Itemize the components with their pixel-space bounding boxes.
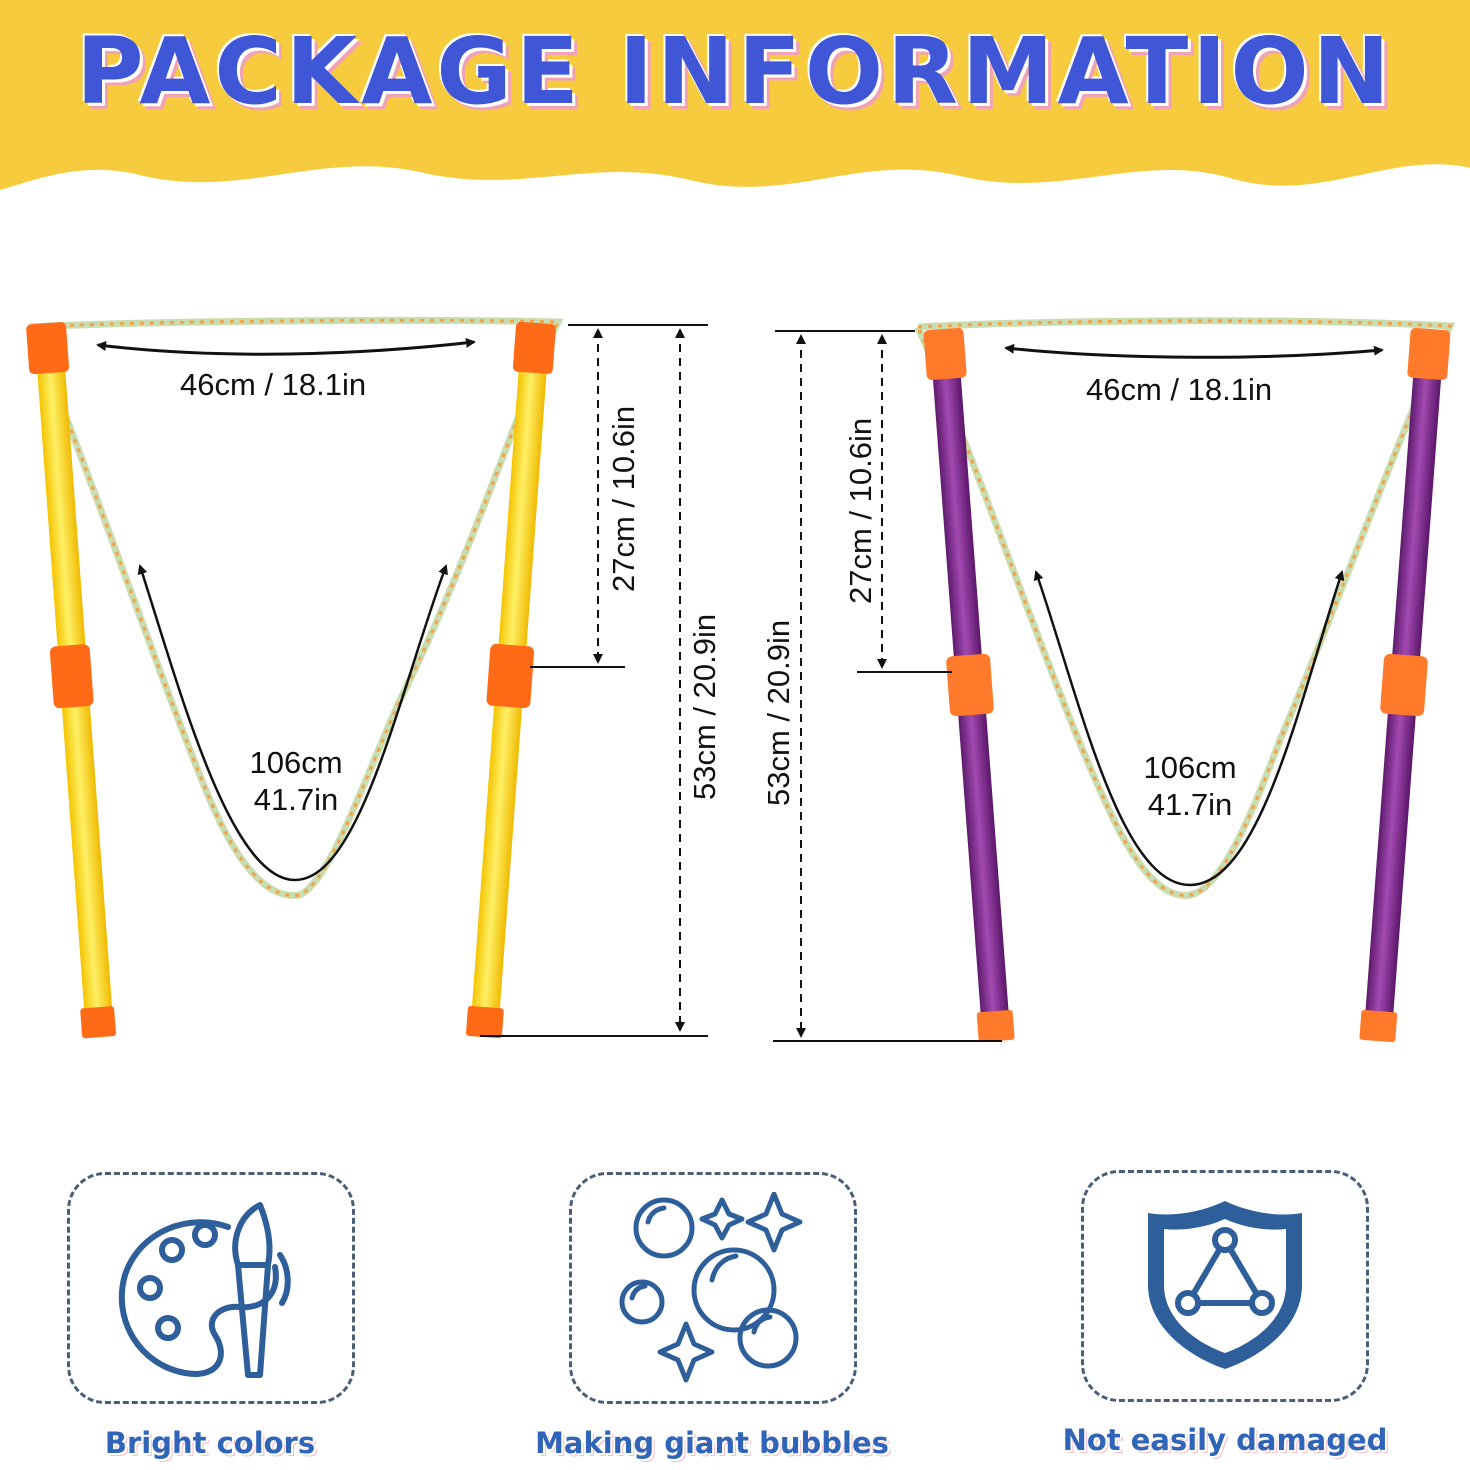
banner-title: PACKAGE INFORMATION (76, 18, 1394, 125)
purple-total-label: 53cm / 20.9in (761, 619, 796, 806)
bubbles-sparkle-icon (619, 1192, 803, 1383)
purple-upper-label: 27cm / 10.6in (843, 417, 878, 604)
feature-label-giant-bubbles: Making giant bubbles (535, 1426, 889, 1460)
purple-rope-label-cm: 106cm (1143, 750, 1237, 785)
feature-label-bright-colors: Bright colors (104, 1426, 316, 1460)
yellow-rope-label-cm: 106cm (249, 745, 343, 780)
yellow-wand-left-pole (26, 322, 116, 1039)
feature-card-durable (1081, 1170, 1369, 1402)
yellow-rope-label: 106cm 41.7in (236, 744, 356, 818)
banner-background (0, 0, 1470, 190)
shield-triangle-icon (1148, 1201, 1302, 1369)
yellow-total-label: 53cm / 20.9in (687, 613, 722, 800)
purple-wand-left-pole (923, 327, 1015, 1043)
yellow-rope-label-in: 41.7in (253, 782, 339, 818)
yellow-wand-right-pole (466, 321, 556, 1039)
yellow-width-label: 46cm / 18.1in (180, 367, 367, 402)
purple-wand (773, 317, 1456, 1043)
purple-wand-right-pole (1359, 327, 1451, 1043)
yellow-upper-label: 27cm / 10.6in (606, 405, 641, 592)
feature-card-bright-colors (67, 1172, 355, 1404)
purple-rope-label: 106cm 41.7in (1130, 749, 1250, 823)
purple-rope-label-in: 41.7in (1147, 787, 1233, 823)
yellow-wand (26, 316, 708, 1039)
purple-width-label: 46cm / 18.1in (1086, 372, 1273, 407)
feature-label-durable: Not easily damaged (1062, 1423, 1388, 1457)
feature-card-giant-bubbles (569, 1172, 857, 1404)
palette-brush-icon (118, 1202, 291, 1378)
